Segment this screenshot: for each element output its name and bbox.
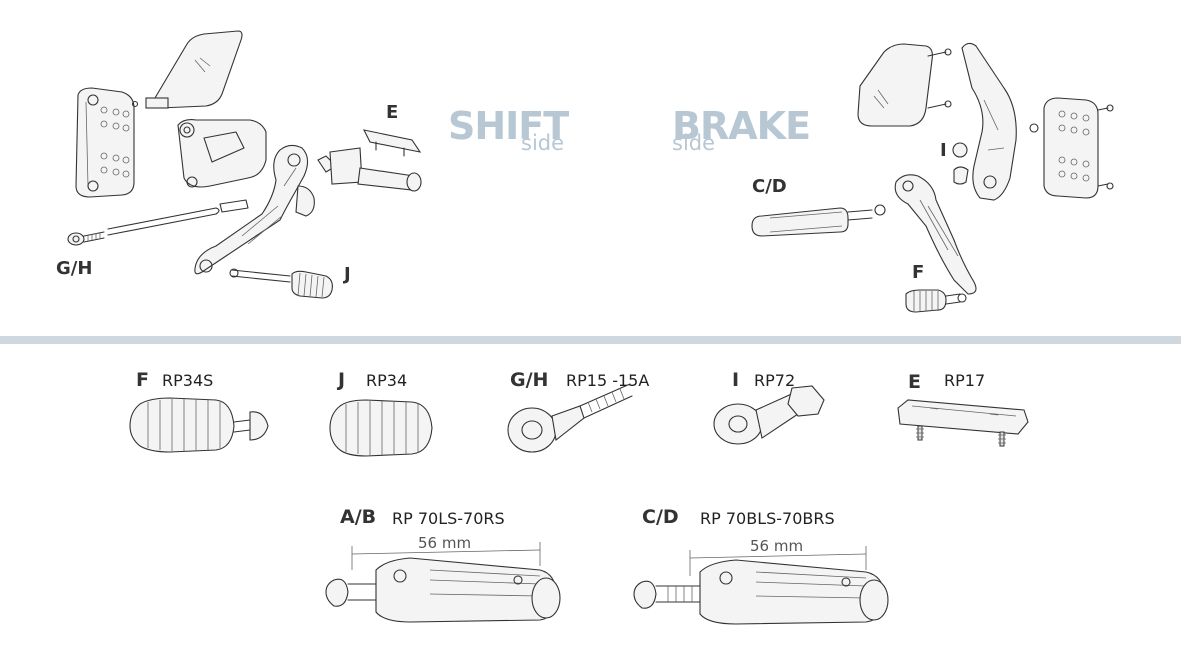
parts-drawing bbox=[129, 383, 1029, 625]
exploded-view-drawing bbox=[67, 30, 1114, 313]
part-f-letter: F bbox=[136, 369, 149, 391]
parts-panel: F RP34S J RP34 G/H RP15 -15A I RP72 E RP… bbox=[0, 344, 1181, 645]
footpeg-ab-code: RP 70LS-70RS bbox=[392, 509, 505, 528]
part-cd-drawing bbox=[633, 546, 889, 625]
part-gh-drawing bbox=[507, 383, 633, 453]
footpeg-ab-dimension: 56 mm bbox=[418, 534, 472, 552]
part-j-drawing bbox=[329, 399, 433, 457]
callout-j-shift: J bbox=[344, 264, 351, 285]
dimension-line-cd bbox=[689, 553, 867, 559]
brake-side-subtitle: side bbox=[672, 131, 716, 155]
part-gh-letter: G/H bbox=[510, 369, 549, 391]
callout-i-brake: I bbox=[940, 140, 947, 161]
part-i-code: RP72 bbox=[754, 371, 796, 390]
part-i-letter: I bbox=[732, 369, 740, 391]
footpeg-cd-letter: C/D bbox=[642, 506, 679, 528]
part-e-code: RP17 bbox=[944, 371, 986, 390]
callout-f-brake: F bbox=[912, 262, 925, 283]
shift-side-assembly bbox=[67, 30, 422, 299]
dimension-line-ab bbox=[351, 549, 541, 555]
callout-gh-shift: G/H bbox=[56, 258, 93, 279]
part-ab-drawing bbox=[325, 542, 561, 623]
shift-side-title: SHIFT bbox=[448, 104, 569, 148]
part-gh-code: RP15 -15A bbox=[566, 371, 650, 390]
brake-side-assembly bbox=[751, 42, 1114, 313]
shift-side-subtitle: side bbox=[521, 131, 565, 155]
part-f-drawing bbox=[129, 397, 269, 453]
part-f-code: RP34S bbox=[162, 371, 214, 390]
section-divider bbox=[0, 336, 1181, 344]
exploded-view-panel: E G/H J C/D I F SHIFT side BRAKE side bbox=[56, 30, 1114, 313]
part-i-drawing bbox=[713, 385, 825, 445]
brake-side-title: BRAKE bbox=[672, 104, 811, 148]
part-e-letter: E bbox=[908, 371, 921, 393]
part-e-drawing bbox=[897, 399, 1029, 447]
footpeg-cd-code: RP 70BLS-70BRS bbox=[700, 509, 835, 528]
footpeg-cd-dimension: 56 mm bbox=[750, 537, 804, 555]
footpeg-ab-letter: A/B bbox=[340, 506, 377, 528]
callout-e-shift: E bbox=[386, 102, 399, 123]
part-j-code: RP34 bbox=[366, 371, 408, 390]
part-j-letter: J bbox=[338, 369, 346, 391]
callout-cd-brake: C/D bbox=[752, 176, 787, 197]
